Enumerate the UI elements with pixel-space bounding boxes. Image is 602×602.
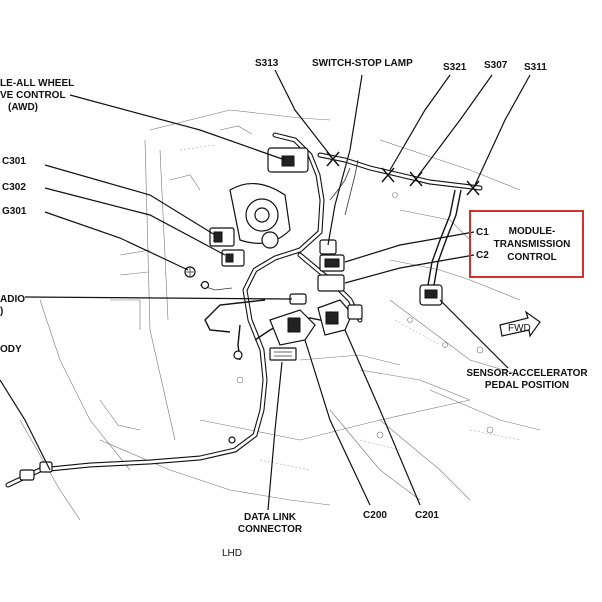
radio-connector bbox=[289, 293, 307, 305]
label-s313: S313 bbox=[255, 58, 279, 69]
label-sensor-line2: PEDAL POSITION bbox=[485, 380, 569, 391]
vehicle-body-outline bbox=[19, 109, 541, 521]
label-module-line1: MODULE- bbox=[509, 226, 556, 237]
label-awd-line1: LE-ALL WHEEL bbox=[0, 78, 74, 89]
label-c302: C302 bbox=[2, 182, 26, 193]
label-c301: C301 bbox=[2, 156, 26, 167]
label-data-link-line1: DATA LINK bbox=[244, 512, 297, 523]
stop-lamp-switch-connector bbox=[319, 239, 337, 255]
label-c201: C201 bbox=[415, 510, 439, 521]
tcm-connector-c2 bbox=[317, 274, 345, 292]
label-awd-line2: VE CONTROL bbox=[0, 90, 66, 101]
components: FWD bbox=[19, 147, 541, 481]
label-radio-line1: ADIO bbox=[0, 294, 25, 305]
label-c2: C2 bbox=[476, 250, 489, 261]
label-data-link-line2: CONNECTOR bbox=[238, 524, 303, 535]
label-module-line3: CONTROL bbox=[507, 252, 556, 263]
labels: LE-ALL WHEEL VE CONTROL (AWD) C301 C302 … bbox=[0, 58, 588, 559]
fwd-arrow: FWD bbox=[499, 310, 541, 338]
tcm-highlight-box bbox=[469, 210, 584, 278]
splice-s321 bbox=[381, 167, 395, 183]
awd-connector bbox=[281, 155, 295, 167]
label-c200: C200 bbox=[363, 510, 387, 521]
label-c1: C1 bbox=[476, 227, 489, 238]
label-radio-line2: ) bbox=[0, 306, 3, 317]
data-link-connector bbox=[269, 347, 297, 361]
label-lhd: LHD bbox=[222, 548, 242, 559]
leader-lines bbox=[0, 69, 531, 511]
label-awd-line3: (AWD) bbox=[8, 102, 38, 113]
label-sensor-line1: SENSOR-ACCELERATOR bbox=[466, 368, 588, 379]
harness-clip bbox=[261, 231, 279, 249]
label-switch-stop-lamp: SWITCH-STOP LAMP bbox=[312, 58, 413, 69]
label-body: ODY bbox=[0, 344, 22, 355]
label-s321: S321 bbox=[443, 62, 467, 73]
label-g301: G301 bbox=[2, 206, 27, 217]
fwd-label: FWD bbox=[508, 323, 531, 334]
label-module-line2: TRANSMISSION bbox=[494, 239, 571, 250]
label-s307: S307 bbox=[484, 60, 508, 71]
splice-s311 bbox=[466, 180, 480, 196]
label-s311: S311 bbox=[524, 62, 547, 73]
